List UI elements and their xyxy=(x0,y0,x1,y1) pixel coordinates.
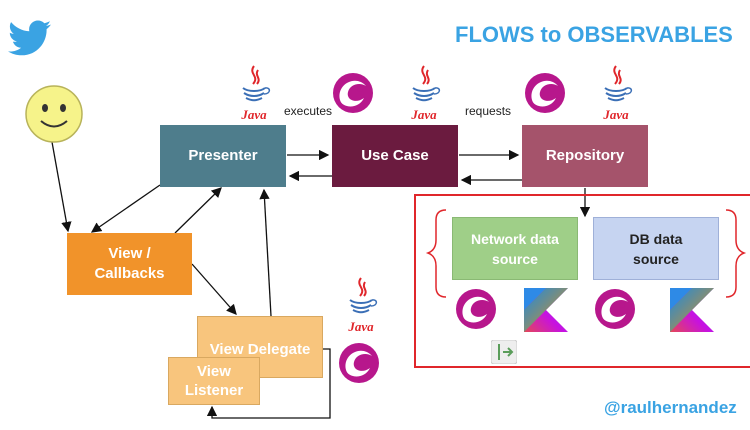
presenter-label: Presenter xyxy=(188,147,258,164)
java-logo-icon: Java xyxy=(404,64,444,122)
db-label-line1: DB data xyxy=(629,230,683,247)
kotlin-logo-icon xyxy=(524,288,568,332)
java-label: Java xyxy=(241,107,267,122)
view-delegate-node: View Delegate xyxy=(197,316,323,378)
java-label: Java xyxy=(411,107,437,122)
arrow-view-to-presenter xyxy=(174,187,222,234)
network-data-source-node: Network data source xyxy=(452,217,578,280)
repository-label: Repository xyxy=(545,147,625,164)
reactivex-logo-icon xyxy=(333,73,373,113)
flow-arrow-icon xyxy=(491,340,517,364)
edge-label-requests: requests xyxy=(465,104,512,118)
view-delegate-label: View Delegate xyxy=(209,341,311,358)
reactivex-logo-icon xyxy=(339,343,379,383)
use-case-label: Use Case xyxy=(361,147,429,164)
java-logo-icon: Java xyxy=(234,64,274,122)
db-label-line2: source xyxy=(633,250,679,267)
arrow-delegate-to-listener xyxy=(206,348,331,419)
edge-label-executes: executes xyxy=(284,104,333,118)
view-listener-line1: View xyxy=(197,363,231,380)
reactivex-logo-icon xyxy=(456,289,496,329)
twitter-bird-icon xyxy=(8,20,51,56)
view-listener-line2: Listener xyxy=(184,382,244,399)
view-label-line2: Callbacks xyxy=(94,265,165,282)
kotlin-logo-icon xyxy=(670,288,714,332)
java-label: Java xyxy=(348,319,374,334)
reactivex-logo-icon xyxy=(595,289,635,329)
data-sources-frame xyxy=(414,194,750,368)
java-logo-icon: Java xyxy=(341,276,381,334)
left-brace xyxy=(425,209,447,298)
db-data-source-node: DB data source xyxy=(593,217,719,280)
java-label: Java xyxy=(603,107,629,122)
page-title: FLOWS to OBSERVABLES xyxy=(455,22,733,47)
smiley-user-icon xyxy=(25,85,83,143)
reactivex-logo-icon xyxy=(525,73,565,113)
use-case-node: Use Case xyxy=(332,125,458,187)
view-listener-node: View Listener xyxy=(168,357,260,405)
arrow-presenter-to-view xyxy=(90,184,161,233)
network-label-line2: source xyxy=(492,250,538,267)
arrow-user-to-view xyxy=(51,141,72,233)
view-label-line1: View / xyxy=(108,245,151,262)
network-label-line1: Network data xyxy=(471,230,559,247)
repository-node: Repository xyxy=(522,125,648,187)
author-handle: @raulhernandez xyxy=(604,398,737,417)
arrow-delegate-to-presenter xyxy=(259,188,272,317)
view-callbacks-node: View / Callbacks xyxy=(67,233,192,295)
arrow-view-to-delegate xyxy=(191,263,237,315)
presenter-node: Presenter xyxy=(160,125,286,187)
java-logo-icon: Java xyxy=(596,64,636,122)
right-brace xyxy=(725,209,747,298)
